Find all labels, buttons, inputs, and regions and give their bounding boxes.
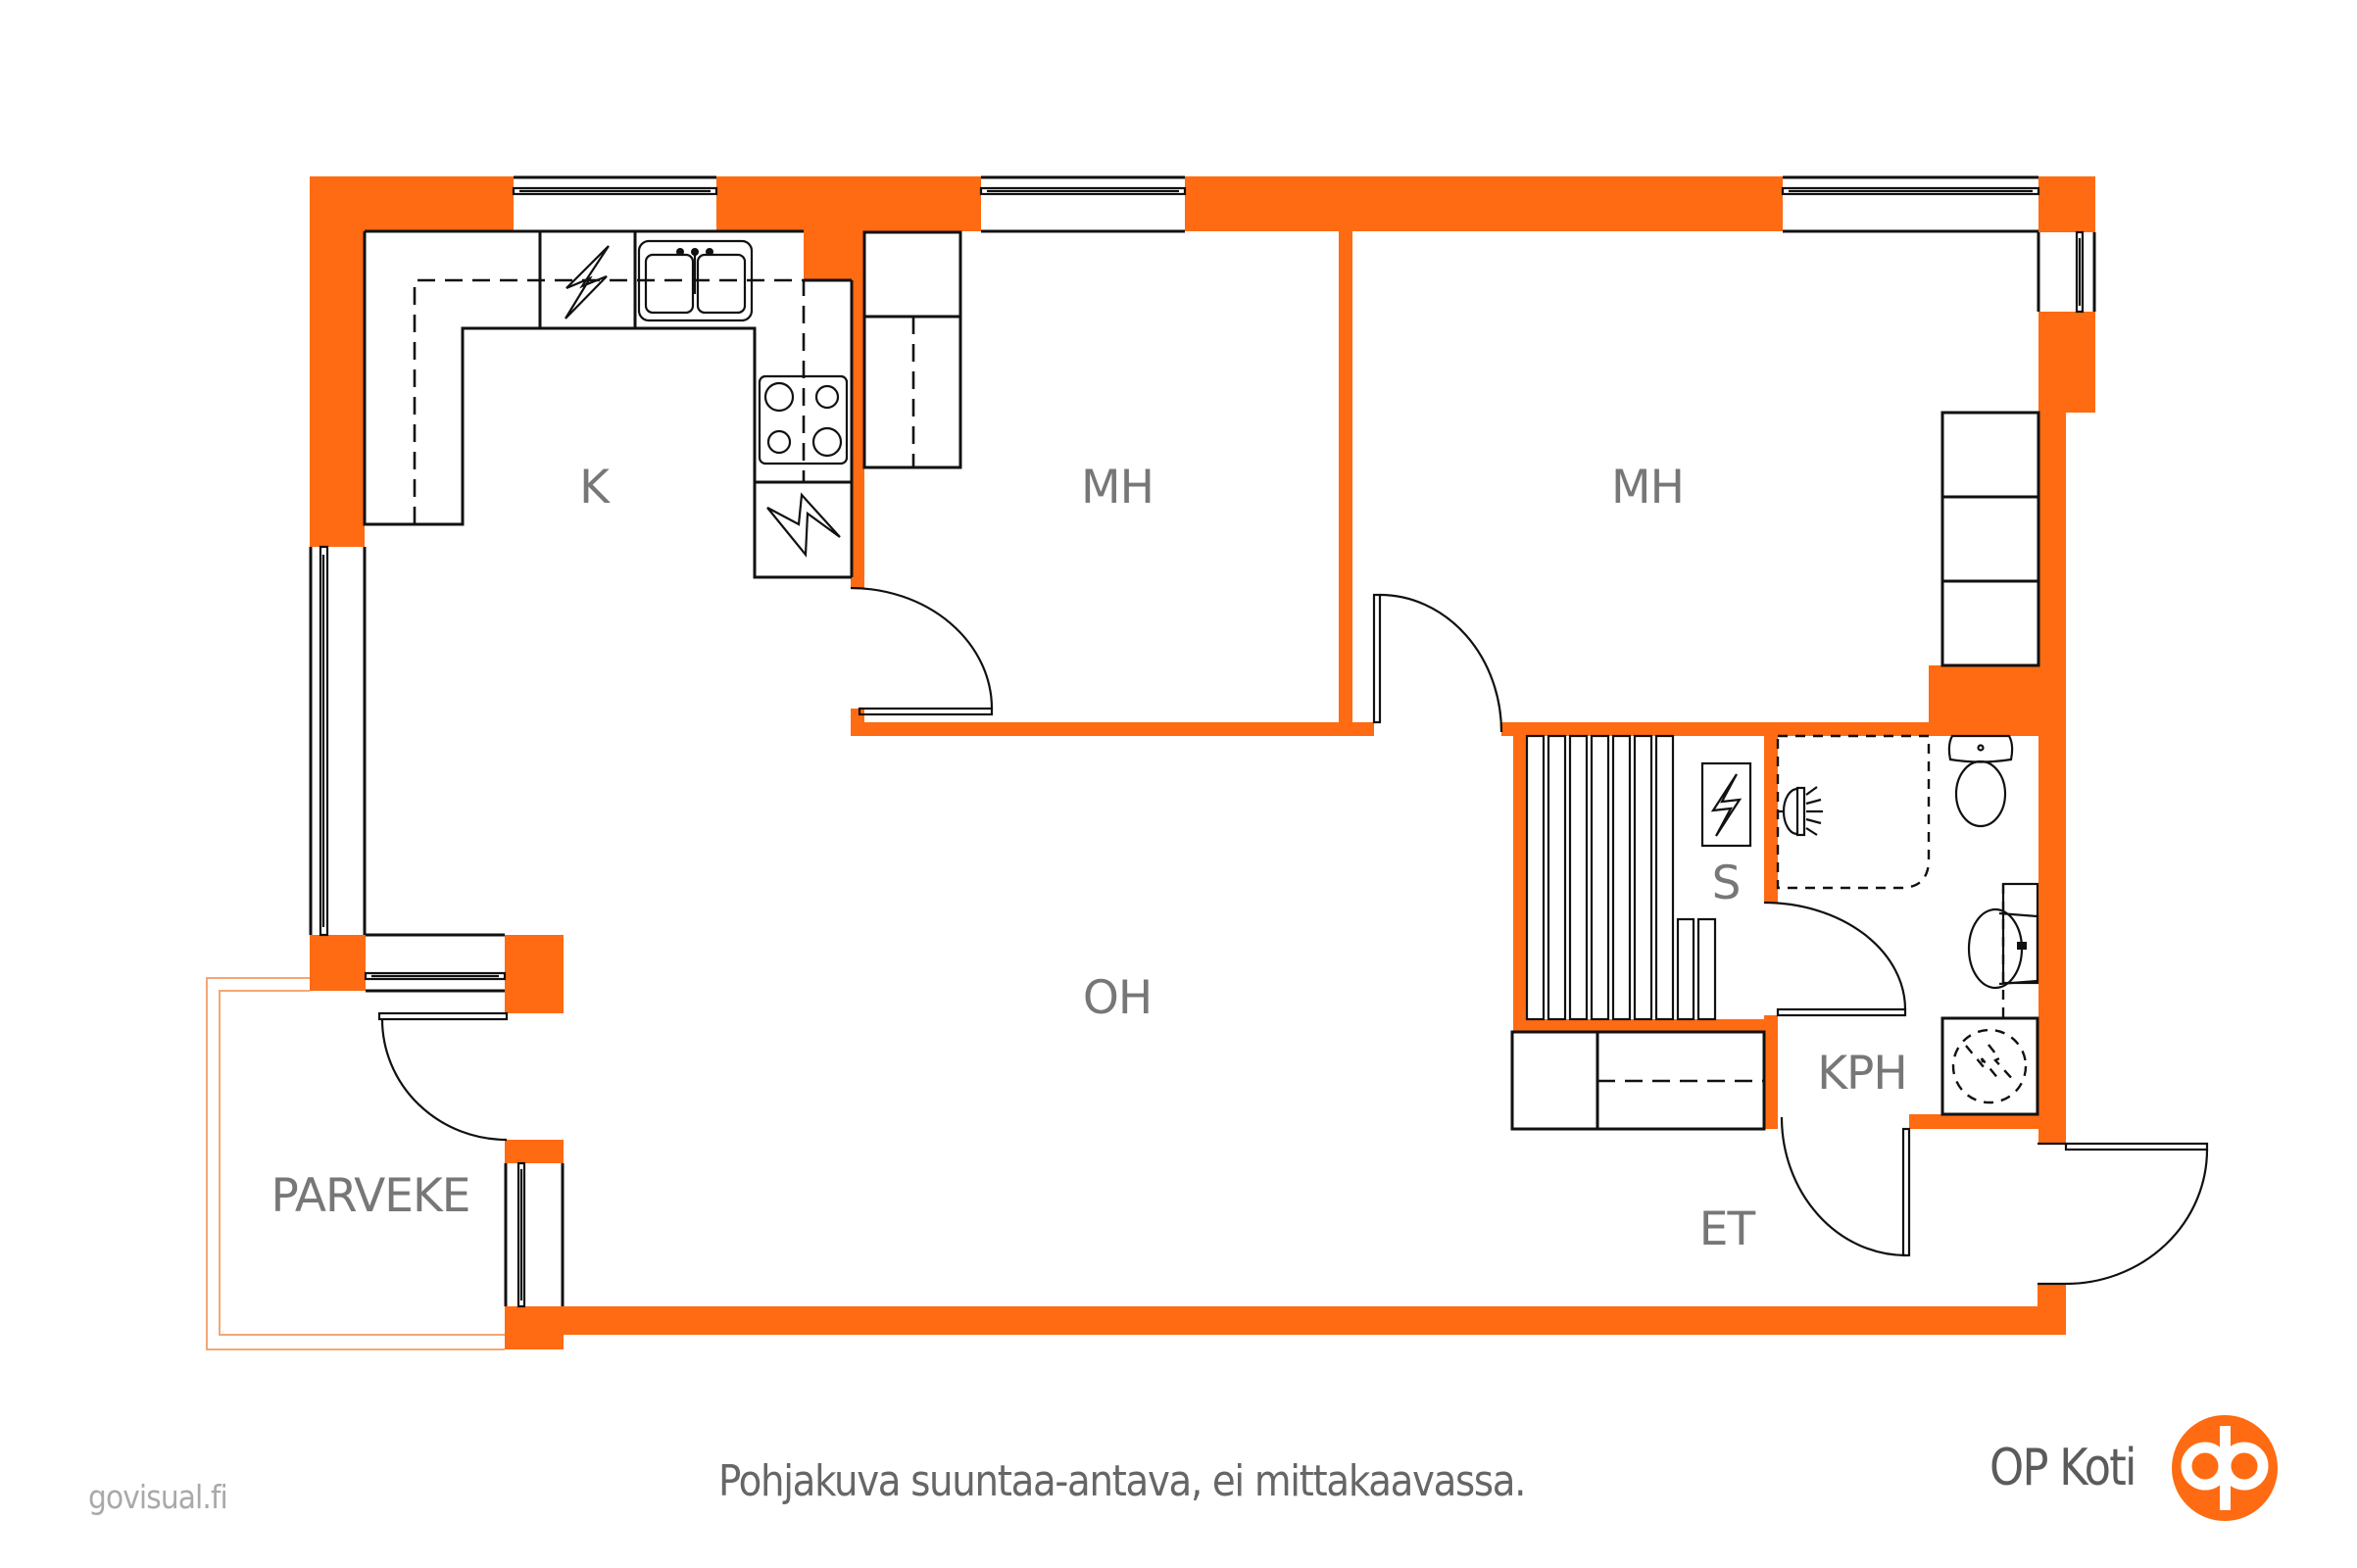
window-balcony-side <box>504 1161 565 1308</box>
disclaimer-text: Pohjakuva suuntaa-antava, ei mittakaavas… <box>718 1456 1526 1506</box>
electric-appliance-icon <box>565 245 610 319</box>
room-label-sauna: S <box>1712 857 1741 910</box>
washbasin-icon <box>1967 882 2039 1018</box>
washing-machine-icon <box>1940 1016 2039 1116</box>
credit-text: govisual.fi <box>88 1478 228 1516</box>
door-bedroom-2 <box>1372 593 1503 733</box>
entry-closet <box>1510 1030 1766 1131</box>
brand-name: OP Koti <box>1989 1439 2136 1497</box>
sauna-benches <box>1525 734 1717 1021</box>
door-balcony <box>377 1011 509 1142</box>
shower-area <box>1776 734 1931 890</box>
window-bedroom-1 <box>979 175 1187 233</box>
room-labels: K MH MH OH S KPH ET PARVEKE <box>271 461 1908 1256</box>
door-sauna <box>1763 901 1907 1017</box>
room-label-bedroom-1: MH <box>1081 461 1154 514</box>
window-bedroom-2 <box>1781 175 2040 233</box>
door-bathroom <box>1780 1116 1911 1257</box>
room-label-living-room: OH <box>1083 971 1152 1025</box>
kitchen-counters <box>363 229 854 579</box>
shower-head-icon <box>1778 786 1823 837</box>
room-label-bedroom-2: MH <box>1611 461 1684 514</box>
room-label-balcony: PARVEKE <box>271 1169 470 1223</box>
oven-electric-icon <box>766 492 841 558</box>
wardrobe-bedroom-2 <box>1940 411 2040 667</box>
windows <box>309 175 2096 1308</box>
window-balcony-top <box>364 933 507 993</box>
window-bedroom-2-side <box>2037 230 2096 314</box>
wardrobe-bedroom-1 <box>862 230 962 469</box>
stove-icon <box>758 374 849 466</box>
toilet-icon <box>1947 734 2014 828</box>
door-bedroom-1 <box>850 586 994 716</box>
room-label-bathroom: KPH <box>1817 1047 1907 1101</box>
window-living-left <box>309 545 367 937</box>
op-logo-icon <box>2172 1415 2278 1521</box>
sink-icon <box>637 239 754 322</box>
window-kitchen <box>512 175 718 233</box>
sauna-heater-icon <box>1700 761 1752 848</box>
doors <box>377 586 2209 1286</box>
walls <box>310 176 2095 1349</box>
room-label-kitchen: K <box>579 461 611 514</box>
room-label-entrance: ET <box>1699 1202 1756 1256</box>
balcony-outline <box>206 977 505 1350</box>
door-entrance <box>2038 1142 2209 1286</box>
